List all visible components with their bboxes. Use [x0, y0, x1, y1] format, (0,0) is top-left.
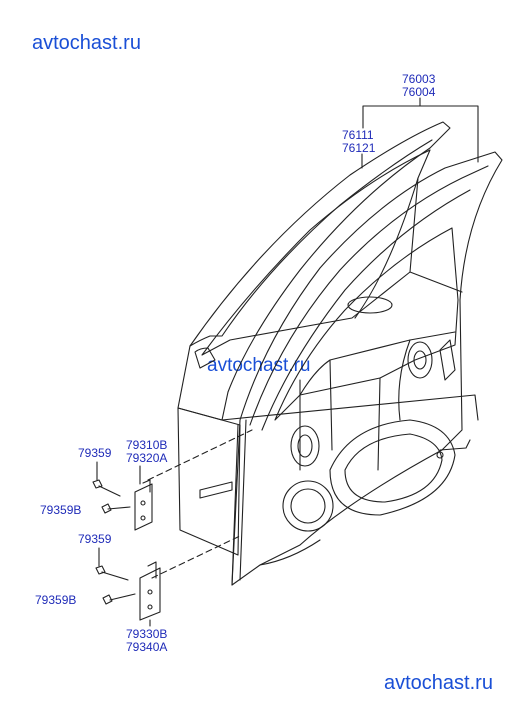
bolt-upper-79359b: [101, 503, 131, 514]
label-79330b: 79330B: [126, 627, 168, 641]
label-79359-upper: 79359: [78, 446, 112, 460]
watermark-top-left: avtochast.ru: [32, 32, 141, 54]
upper-hinge: [134, 465, 153, 531]
label-79310b: 79310B: [126, 438, 168, 452]
label-79359b-upper: 79359B: [40, 503, 82, 517]
label-76111: 76111: [342, 128, 374, 142]
label-79340a: 79340A: [126, 640, 168, 654]
label-76004: 76004: [402, 85, 436, 99]
watermark-center: avtochast.ru: [207, 355, 311, 376]
label-76121: 76121: [342, 141, 376, 155]
bolt-lower-79359b: [102, 593, 136, 605]
bolt-lower-79359: [95, 547, 129, 581]
label-79320a: 79320A: [126, 451, 168, 465]
watermark-bottom-right: avtochast.ru: [384, 672, 493, 694]
label-79359-lower: 79359: [78, 532, 112, 546]
lower-hinge: [139, 561, 161, 627]
leader-door-assy: [362, 97, 479, 163]
door-inner-panel: [231, 151, 503, 586]
door-window-frame: [177, 121, 463, 421]
door-outer-skin: [177, 394, 479, 556]
assembly-dash-lines: [147, 429, 253, 579]
label-79359b-lower: 79359B: [35, 593, 77, 607]
bolt-upper-79359: [92, 461, 121, 497]
label-76003: 76003: [402, 72, 436, 86]
